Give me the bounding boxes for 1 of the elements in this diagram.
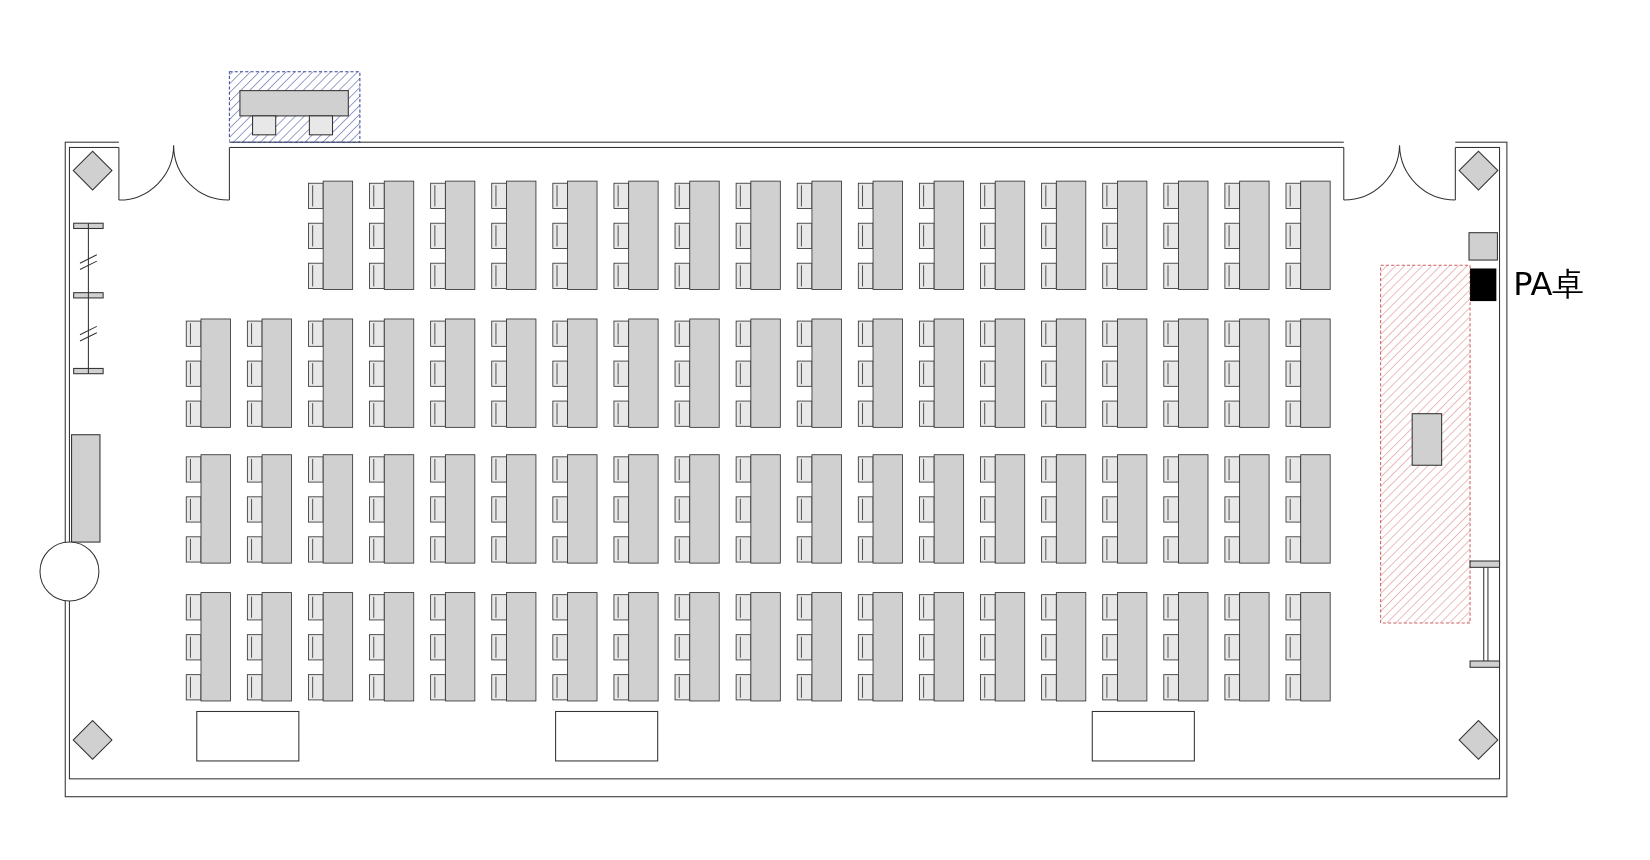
equipment-label: PA卓 — [1513, 268, 1585, 301]
